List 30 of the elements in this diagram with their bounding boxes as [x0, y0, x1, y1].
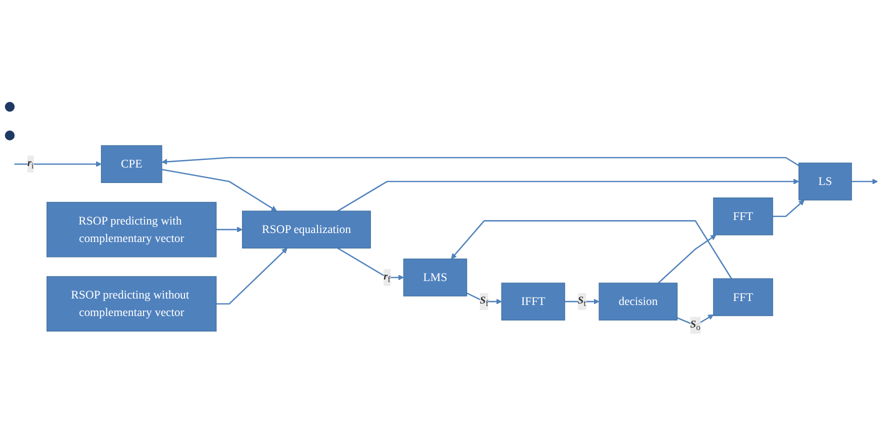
arrow [337, 178, 800, 212]
arrow [14, 161, 102, 167]
node-box: LS [798, 162, 852, 200]
node-box: RSOP predicting without complementary vector [46, 276, 217, 332]
node-box: IFFT [501, 282, 566, 320]
node-box: RSOP predicting with complementary vector [46, 202, 217, 258]
node-box: FFT [713, 278, 774, 316]
edge-label: S$_{f}$ [480, 294, 489, 308]
node-box: CPE [100, 145, 162, 183]
arrow [337, 248, 404, 280]
arrow [216, 226, 243, 232]
arrow [772, 200, 804, 217]
arrow [466, 292, 502, 304]
node-box: decision [598, 282, 678, 320]
edge-label: r$_{f}$ [384, 270, 391, 284]
arrow [564, 298, 600, 304]
arrow [162, 168, 277, 212]
arrow [162, 156, 800, 166]
arrow [216, 248, 288, 304]
node-box: RSOP equalization [242, 210, 371, 248]
edge-label: r$_{i}$ [27, 157, 34, 171]
arrow [658, 234, 716, 284]
terminal-dot [4, 130, 15, 140]
arrow [852, 178, 878, 184]
terminal-dot [4, 102, 15, 112]
edge-label: S$_{t}$ [578, 294, 586, 308]
edge-label: S$_{o}$ [690, 318, 700, 332]
node-box: FFT [713, 197, 774, 236]
arrow [450, 220, 732, 279]
node-box: LMS [403, 258, 468, 296]
